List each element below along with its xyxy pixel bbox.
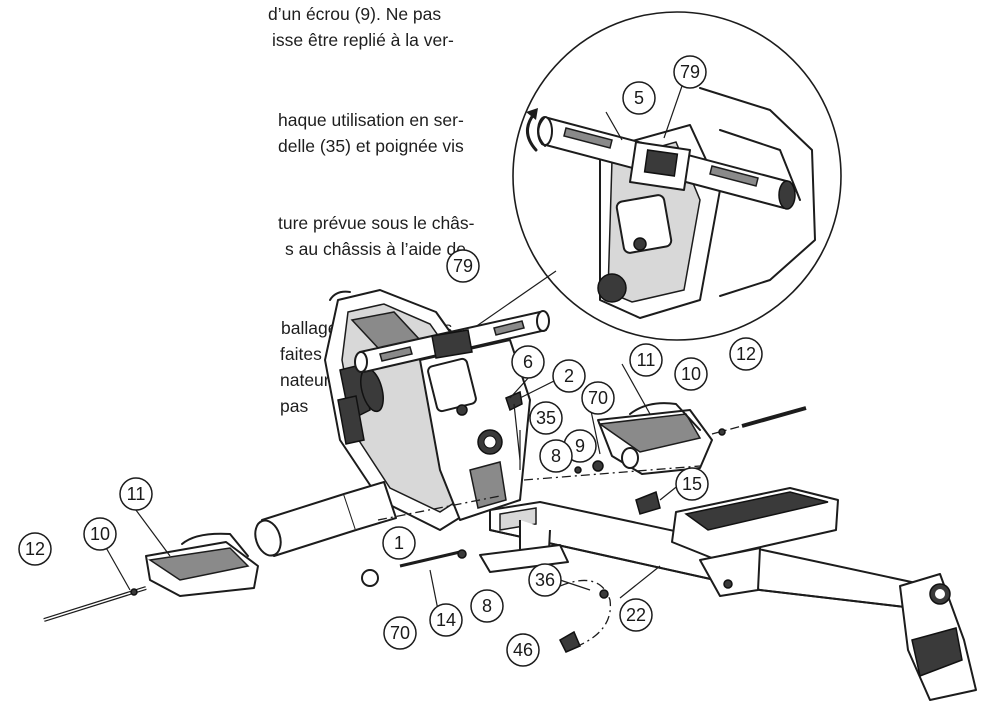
svg-text:15: 15: [682, 474, 702, 494]
callout-70-top: 70: [581, 381, 615, 415]
callout-79-zoom: 79: [673, 55, 707, 89]
callout-12-left: 12: [18, 532, 52, 566]
callout-1: 1: [382, 526, 416, 560]
left-foot-pedal: [43, 532, 259, 622]
hardware-parts: [361, 390, 701, 653]
callout-35: 35: [529, 401, 563, 435]
tension-knob-icon: [559, 630, 581, 653]
callout-10-left: 10: [83, 517, 117, 551]
knob-bolt-icon: [505, 390, 523, 412]
callout-10-right: 10: [674, 357, 708, 391]
zoom-leader-line: [467, 270, 557, 333]
svg-text:70: 70: [588, 388, 608, 408]
zoom-console-screen: [615, 194, 673, 254]
callout-5: 5: [622, 81, 656, 115]
callout-14: 14: [429, 603, 463, 637]
svg-text:36: 36: [535, 570, 555, 590]
callout-8-bottom: 8: [470, 589, 504, 623]
svg-text:22: 22: [626, 605, 646, 625]
zoom-knob: [597, 273, 627, 303]
svg-text:79: 79: [453, 256, 473, 276]
instruction-line-2: isse être replié à la ver-: [272, 30, 454, 50]
front-stabilizer: [254, 481, 501, 557]
axle-nut-icon: [635, 490, 661, 515]
svg-text:8: 8: [482, 596, 492, 616]
callout-79: 79: [446, 249, 480, 283]
svg-text:8: 8: [551, 446, 561, 466]
svg-text:70: 70: [390, 623, 410, 643]
callout-11-right: 11: [629, 343, 663, 377]
svg-text:1: 1: [394, 533, 404, 553]
svg-text:6: 6: [523, 352, 533, 372]
instruction-line-1: d’un écrou (9). Ne pas: [268, 4, 442, 24]
main-handle-bar: [354, 310, 550, 373]
callout-46: 46: [506, 633, 540, 667]
instruction-line-4: delle (35) et poignée vis: [278, 136, 464, 156]
svg-text:2: 2: [564, 366, 574, 386]
instruction-line-6: s au châssis à l’aide de: [285, 239, 466, 259]
svg-text:10: 10: [681, 364, 701, 384]
svg-text:14: 14: [436, 610, 456, 630]
svg-text:11: 11: [637, 350, 656, 370]
washer-icon: [621, 447, 639, 469]
handle-grip: [431, 329, 473, 359]
rear-stabilizer: [899, 573, 977, 701]
callout-8-top: 8: [539, 439, 573, 473]
callout-2: 2: [552, 359, 586, 393]
svg-text:12: 12: [25, 539, 45, 559]
svg-text:10: 10: [90, 524, 110, 544]
zoom-detail: [467, 11, 842, 341]
nut-icon: [592, 460, 604, 472]
callout-11-left: 11: [119, 477, 153, 511]
callout-36: 36: [528, 563, 562, 597]
svg-text:12: 12: [736, 344, 756, 364]
svg-text:9: 9: [575, 436, 585, 456]
callout-6: 6: [511, 345, 545, 379]
callout-70-bottom: 70: [383, 616, 417, 650]
instruction-line-3: haque utilisation en ser-: [278, 110, 464, 130]
instruction-line-5: ture prévue sous le châs-: [278, 213, 475, 233]
callout-22: 22: [619, 598, 653, 632]
svg-text:11: 11: [127, 484, 146, 504]
console-tower: [419, 339, 531, 521]
rotate-arrow-icon: [526, 112, 538, 152]
callout-15: 15: [675, 467, 709, 501]
svg-text:46: 46: [513, 640, 533, 660]
seat: [671, 487, 839, 597]
callout-12-right: 12: [729, 337, 763, 371]
svg-text:35: 35: [536, 408, 556, 428]
svg-text:5: 5: [634, 88, 644, 108]
instruction-line-10: pas: [280, 396, 309, 416]
svg-text:79: 79: [680, 62, 700, 82]
